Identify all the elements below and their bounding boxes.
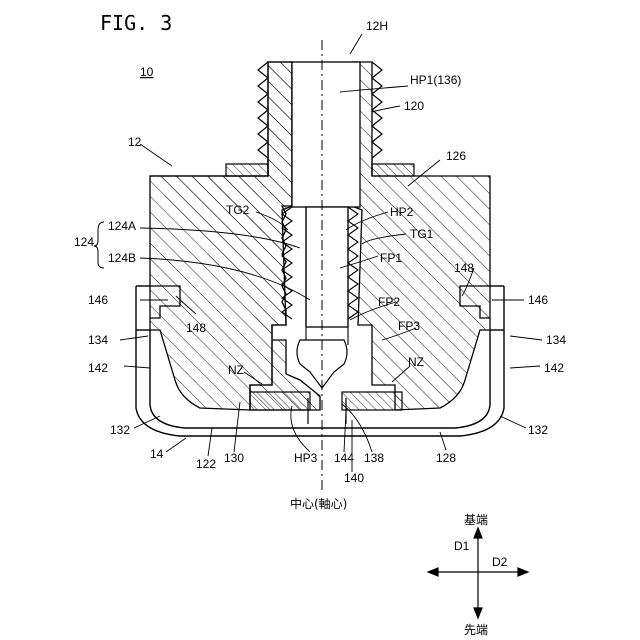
label-132-right: 132 [528,423,548,437]
label-122: 122 [196,457,216,471]
label-130: 130 [224,451,244,465]
label-120: 120 [404,99,424,113]
label-124: 124 [74,235,94,249]
label-12: 12 [128,135,142,149]
label-124A: 124A [108,219,136,233]
arrow-up-icon [474,528,482,538]
ref-assembly-10: 10 [140,65,154,79]
figure-title: FIG. 3 [100,11,172,35]
label-148-right: 148 [454,261,474,275]
label-FP3: FP3 [398,319,420,333]
label-FP1: FP1 [380,251,402,265]
direction-bottom: 先端 [464,623,488,637]
label-TG1: TG1 [410,227,434,241]
label-134-right: 134 [546,333,566,347]
label-14: 14 [150,447,164,461]
label-12H: 12H [366,19,388,33]
label-140: 140 [344,471,364,485]
label-142-left: 142 [88,361,108,375]
label-HP3: HP3 [294,451,318,465]
label-HP1: HP1(136) [410,73,461,87]
label-146-left: 146 [88,293,108,307]
label-132-left: 132 [110,423,130,437]
direction-indicator [428,528,528,618]
label-NZ-right: NZ [408,355,424,369]
arrow-down-icon [474,608,482,618]
label-TG2: TG2 [226,203,250,217]
brace-124 [94,222,104,268]
arrow-left-icon [428,568,438,576]
direction-d2: D2 [492,555,508,569]
label-FP2: FP2 [378,295,400,309]
label-144: 144 [334,451,354,465]
label-138: 138 [364,451,384,465]
direction-top: 基端 [464,513,488,527]
label-146-right: 146 [528,293,548,307]
label-NZ-left: NZ [228,363,244,377]
direction-d1: D1 [454,539,470,553]
label-128: 128 [436,451,456,465]
label-HP2: HP2 [390,205,414,219]
label-142-right: 142 [544,361,564,375]
label-134-left: 134 [88,333,108,347]
label-124B: 124B [108,251,136,265]
axis-caption: 中心(軸心) [290,496,347,511]
label-126: 126 [446,149,466,163]
label-148-left: 148 [186,321,206,335]
arrow-right-icon [518,568,528,576]
